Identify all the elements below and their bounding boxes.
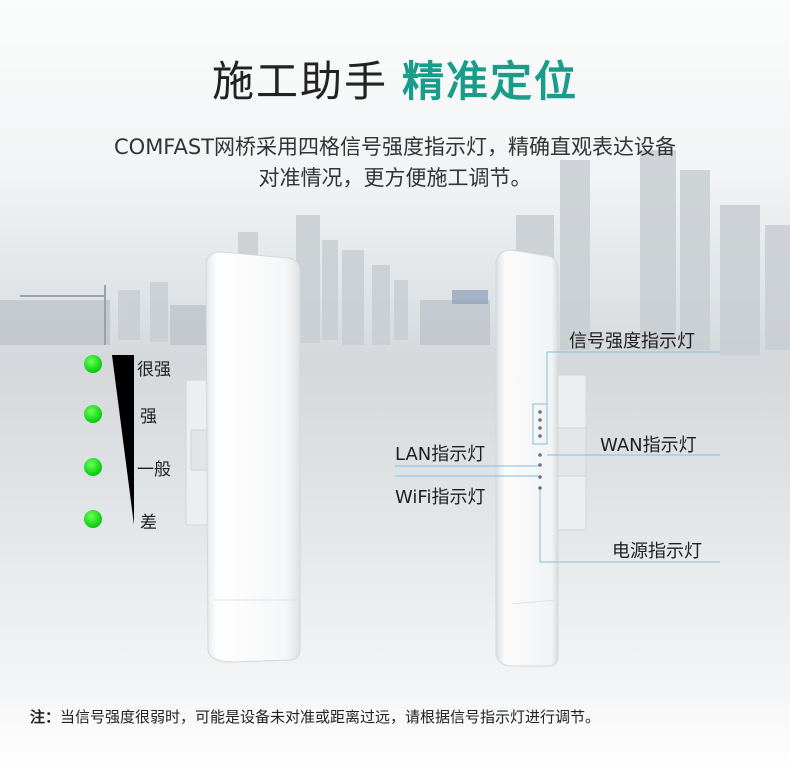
title-main: 施工助手 [211,57,388,106]
subtitle-line-2: 对准情况，更方便施工调节。 [258,166,532,190]
wan-indicator-label: WAN指示灯 [600,435,697,456]
subtitle: COMFAST网桥采用四格信号强度指示灯，精确直观表达设备 对准情况，更方便施工… [40,132,750,194]
page-title: 施工助手精准定位 [0,48,790,109]
subtitle-line-1: COMFAST网桥采用四格信号强度指示灯，精确直观表达设备 [114,135,676,159]
wifi-indicator-label: WiFi指示灯 [395,487,486,508]
lan-indicator-label: LAN指示灯 [395,444,486,465]
signal-led-2 [84,405,102,423]
note-prefix: 注： [30,708,61,726]
note-text: 当信号强度很弱时，可能是设备未对准或距离过远，请根据信号指示灯进行调节。 [60,708,601,726]
footer-note: 注：当信号强度很弱时，可能是设备未对准或距离过远，请根据信号指示灯进行调节。 [30,706,600,727]
signal-level-label: 差 [140,513,157,533]
signal-level-label: 很强 [137,360,171,380]
signal-led-3 [84,458,102,476]
signal-level-label: 一般 [137,460,171,480]
power-indicator-label: 电源指示灯 [612,541,702,562]
signal-led-4 [84,510,102,528]
signal-indicator-label: 信号强度指示灯 [569,331,695,352]
signal-level-label: 强 [140,407,157,427]
signal-led-1 [84,355,102,373]
title-highlight: 精准定位 [402,57,579,106]
